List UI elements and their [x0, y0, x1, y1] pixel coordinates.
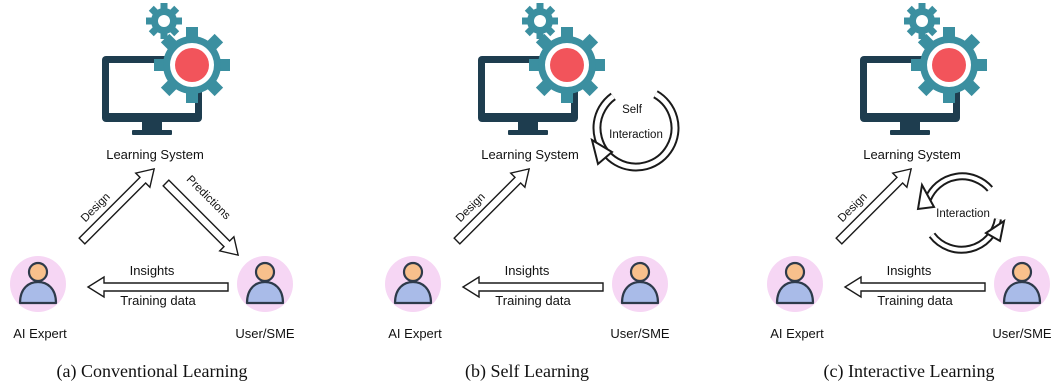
circular-arrows-icon: [590, 84, 680, 172]
expert-label: AI Expert: [770, 326, 824, 341]
cycle-label-line2: Interaction: [609, 129, 663, 141]
system-label: Learning System: [481, 147, 579, 162]
caption: (a) Conventional Learning: [57, 361, 248, 382]
user-label: User/SME: [610, 326, 670, 341]
gear-icon: [154, 27, 230, 103]
cycle-label-line1: Self: [622, 104, 643, 116]
predictions-label: Predictions: [184, 174, 233, 223]
panel-interactive-learning: Learning System Interaction Design Insig…: [765, 3, 1052, 382]
person-icon: [383, 254, 443, 314]
person-icon: [610, 254, 670, 314]
insights-label: Insights: [130, 263, 175, 278]
expert-label: AI Expert: [388, 326, 442, 341]
design-arrow: [449, 161, 537, 249]
gear-icon: [522, 3, 558, 39]
system-label: Learning System: [106, 147, 204, 162]
person-icon: [8, 254, 68, 314]
cycle-label: Interaction: [936, 208, 990, 220]
insights-label: Insights: [887, 263, 932, 278]
gear-icon: [904, 3, 940, 39]
gear-icon: [529, 27, 605, 103]
caption: (c) Interactive Learning: [824, 361, 995, 382]
circular-arrows-icon: [916, 172, 1006, 254]
gear-icon: [911, 27, 987, 103]
caption: (b) Self Learning: [465, 361, 589, 382]
person-icon: [235, 254, 295, 314]
design-arrow: [74, 161, 162, 249]
expert-label: AI Expert: [13, 326, 67, 341]
panel-self-learning: Learning System Self Interaction Design …: [383, 3, 680, 382]
design-arrow: [831, 161, 919, 249]
system-label: Learning System: [863, 147, 961, 162]
training-label: Training data: [495, 293, 571, 308]
training-label: Training data: [120, 293, 196, 308]
panel-conventional-learning: Learning System Design Predictions Insig…: [8, 3, 295, 382]
training-label: Training data: [877, 293, 953, 308]
gear-icon: [146, 3, 182, 39]
insights-label: Insights: [505, 263, 550, 278]
user-label: User/SME: [992, 326, 1052, 341]
person-icon: [992, 254, 1052, 314]
person-icon: [765, 254, 825, 314]
user-label: User/SME: [235, 326, 295, 341]
